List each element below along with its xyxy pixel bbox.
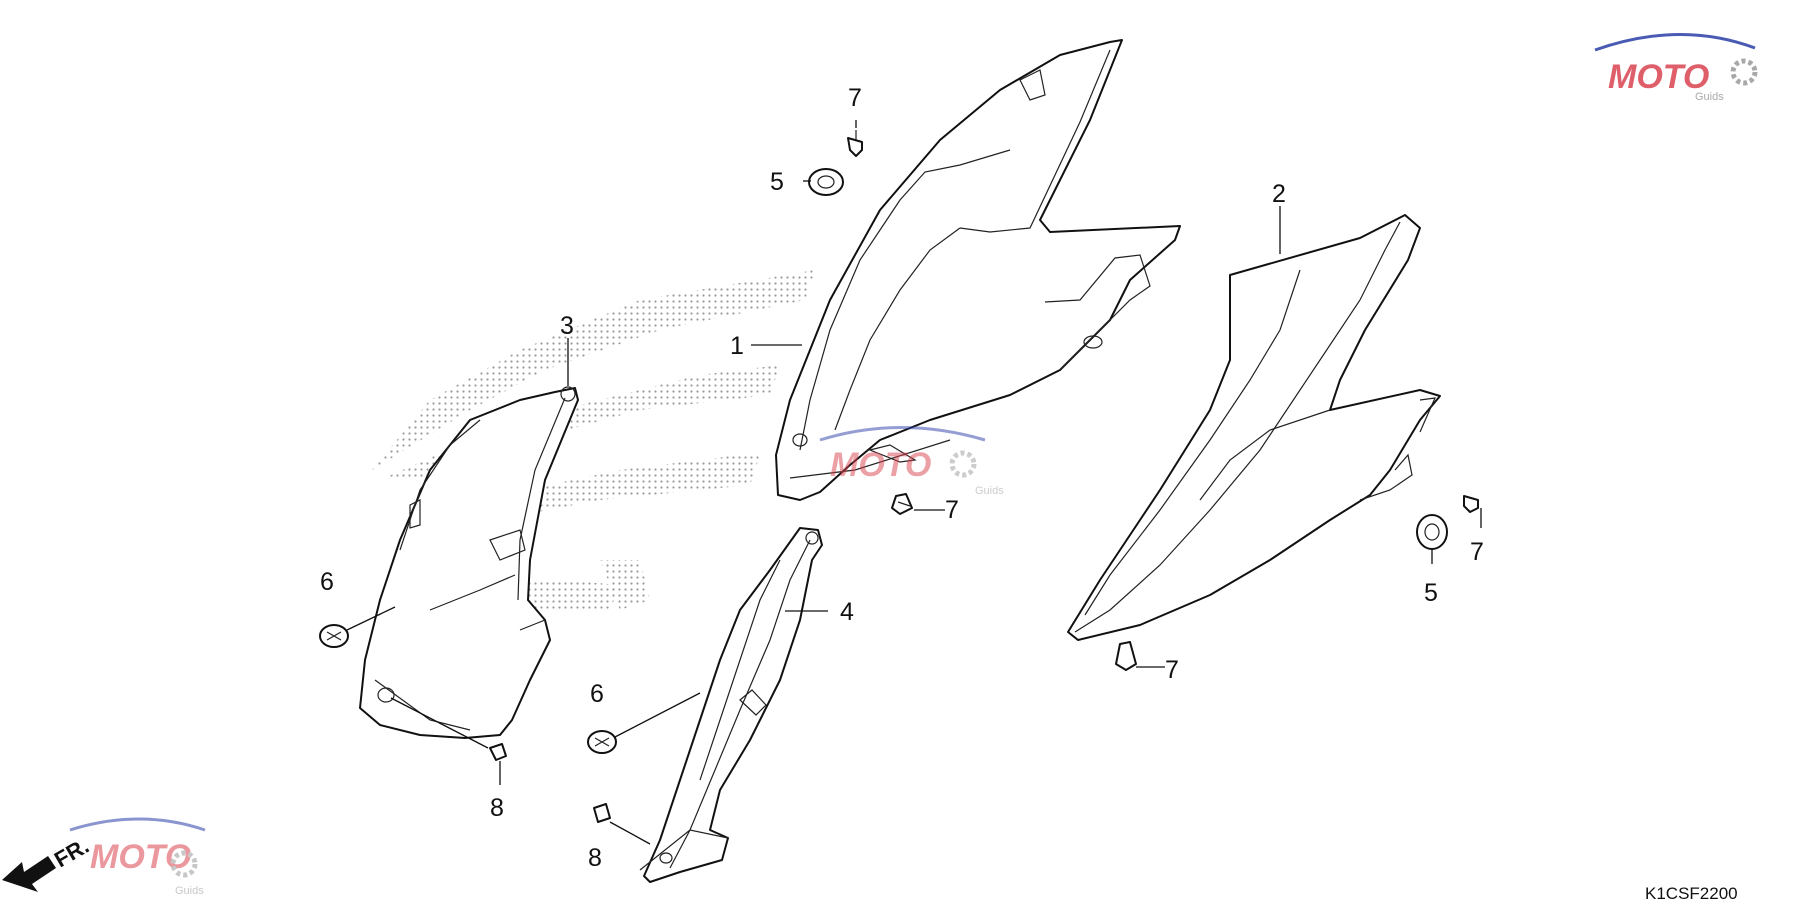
callout-4: 4 (840, 598, 854, 626)
part-4-lower-cover (639, 527, 823, 883)
watermark-logo-top-right: MOTO Guids (1594, 33, 1758, 103)
callout-7-right: 7 (1470, 538, 1484, 566)
bolt-6-lower (587, 730, 617, 754)
callout-2: 2 (1272, 180, 1286, 208)
front-label: FR. (50, 833, 93, 872)
clip-7-bottom-right (1115, 641, 1137, 671)
callout-labels: 1 2 3 4 5 5 6 6 7 7 7 7 8 8 (320, 84, 1484, 872)
svg-text:Guids: Guids (175, 885, 204, 897)
callout-8-left: 8 (490, 794, 504, 822)
callout-7-bottom-right: 7 (1165, 656, 1179, 684)
screw-8-left (489, 743, 507, 761)
gear-icon (949, 450, 977, 478)
watermark-logo-center: MOTO Guids (819, 426, 1004, 497)
bolt-6-left (319, 624, 349, 648)
svg-text:Guids: Guids (1695, 91, 1724, 103)
clip-7-top (847, 130, 863, 157)
gear-icon (1730, 58, 1758, 86)
callout-5-right: 5 (1424, 579, 1438, 607)
svg-text:MOTO: MOTO (830, 446, 931, 484)
part-2-right-shroud (1067, 214, 1441, 641)
callout-3: 3 (560, 312, 574, 340)
diagram-code: K1CSF2200 (1645, 884, 1738, 903)
clip-7-right (1463, 495, 1479, 513)
callout-7-top: 7 (848, 84, 862, 112)
part-1-center-cover (775, 39, 1181, 501)
callout-6-lower: 6 (590, 680, 604, 708)
leader-lines (346, 120, 1482, 845)
callout-6-left: 6 (320, 568, 334, 596)
gear-icon (170, 850, 198, 878)
svg-text:Guids: Guids (975, 485, 1004, 497)
watermark-logo-bottom-left: MOTO Guids (69, 817, 206, 897)
front-arrow-icon (2, 856, 56, 892)
callout-5-top: 5 (770, 168, 784, 196)
part-3-left-panel (359, 386, 579, 739)
clip-7-center (891, 493, 913, 515)
front-direction-indicator: FR. (2, 833, 93, 892)
grommet-5-top (808, 168, 844, 196)
callout-1: 1 (730, 332, 744, 360)
screw-8-lower (593, 803, 611, 823)
callout-7-center: 7 (945, 496, 959, 524)
callout-8-lower: 8 (588, 844, 602, 872)
svg-text:MOTO: MOTO (1608, 58, 1709, 96)
grommet-5-right (1416, 514, 1448, 550)
